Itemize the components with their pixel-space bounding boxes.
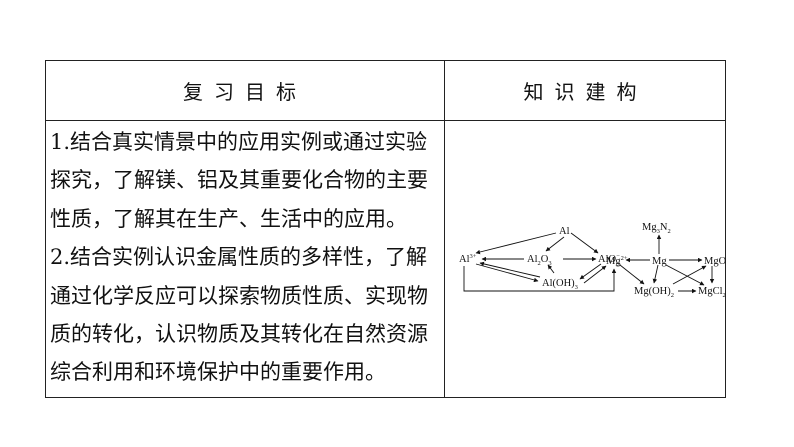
goal-line: 性质，了解其在生产、生活中的应用。 bbox=[50, 206, 407, 231]
alo2minus-label: AlO−2 bbox=[598, 253, 620, 268]
arrow-aloh3-to-al2o3 bbox=[547, 264, 555, 274]
magnesium-conversion-diagram: Mg3N2 Mg2+ Mg MgO Mg(OH)2 MgCl2 bbox=[606, 222, 727, 299]
mg3n2-label: Mg3N2 bbox=[642, 222, 671, 235]
mgoh2-label: Mg(OH)2 bbox=[634, 286, 674, 299]
arrow-aloh3-to-alo2 bbox=[583, 265, 607, 284]
goal-line: 通过化学反应可以探索物质性质、实现物 bbox=[50, 283, 428, 308]
al2o3-label: Al2O3 bbox=[527, 254, 552, 267]
mgo-label: MgO bbox=[704, 256, 727, 267]
goal-line: 1.结合真实情景中的应用实例或通过实验 bbox=[50, 130, 428, 154]
aloh3-label: Al(OH)3 bbox=[542, 278, 578, 291]
goal-line: 综合利用和环境保护中的重要作用。 bbox=[50, 360, 386, 385]
arrow-al3-to-aloh3 bbox=[475, 263, 539, 283]
mg-label: Mg bbox=[652, 256, 667, 267]
al3plus-label: Al3+ bbox=[459, 253, 477, 265]
header-review-goals: 复习目标 bbox=[183, 80, 307, 104]
aluminium-conversion-diagram: Al Al3+ Al2O3 AlO−2 Al(OH)3 bbox=[459, 226, 620, 292]
arrow-al-to-al2o3 bbox=[545, 236, 565, 252]
header-divider bbox=[46, 120, 725, 121]
column-divider bbox=[444, 61, 445, 397]
mgcl2-label: MgCl2 bbox=[698, 286, 726, 299]
review-goals-text: 1.结合真实情景中的应用实例或通过实验 探究，了解镁、铝及其重要化合物的主要 性… bbox=[50, 123, 442, 392]
arrow-mg2-to-mgoh2 bbox=[619, 264, 645, 285]
arrow-aloh3-to-al3 bbox=[479, 261, 541, 278]
header-knowledge-construction: 知识建构 bbox=[523, 80, 648, 104]
arrow-alo2-to-aloh3 bbox=[579, 263, 602, 280]
goal-line: 质的转化，认识物质及其转化在自然资源 bbox=[50, 322, 428, 347]
knowledge-diagram: Al Al3+ Al2O3 AlO−2 Al(OH)3 Mg3N2 Mg2+ M… bbox=[459, 222, 727, 299]
goal-line: 2.结合实例认识金属性质的多样性，了解 bbox=[50, 245, 428, 270]
al-label: Al bbox=[559, 226, 570, 237]
goal-line: 探究，了解镁、铝及其重要化合物的主要 bbox=[50, 168, 428, 193]
arrow-mg-to-mgcl2 bbox=[665, 264, 705, 286]
review-table: 复习目标 知识建构 1.结合真实情景中的应用实例或通过实验 探究，了解镁、铝及其… bbox=[45, 60, 727, 398]
mg2plus-label: Mg2+ bbox=[606, 255, 628, 267]
arrow-mgoh2-to-mgo bbox=[672, 265, 707, 285]
arrow-al-to-al3 bbox=[475, 232, 557, 255]
arrow-al3-to-alo2-loop bbox=[463, 266, 617, 292]
arrow-al-to-alo2 bbox=[570, 232, 599, 254]
arrow-mg-to-mgoh2 bbox=[652, 264, 659, 284]
